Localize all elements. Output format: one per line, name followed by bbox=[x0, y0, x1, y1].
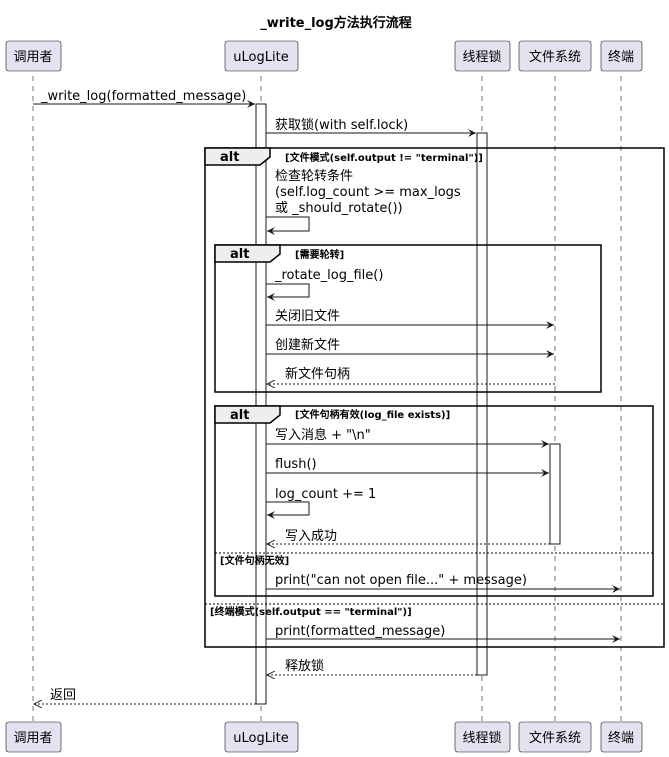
participant-label: 文件系统 bbox=[529, 731, 581, 746]
message-label: 创建新文件 bbox=[275, 337, 340, 353]
alt-fragment-mode: alt [文件模式(self.output != "terminal")] [终… bbox=[204, 147, 665, 648]
message-label: 释放锁 bbox=[285, 658, 324, 674]
message-label: 或 _should_rotate()) bbox=[275, 201, 403, 216]
message-label: print(formatted_message) bbox=[275, 624, 445, 639]
participant-lock-bottom: 线程锁 bbox=[454, 721, 511, 753]
fragment-keyword: alt bbox=[230, 408, 249, 423]
participant-caller-top: 调用者 bbox=[5, 40, 62, 72]
message-label: (self.log_count >= max_logs bbox=[275, 185, 461, 200]
fragment-guard: [文件句柄有效(log_file exists)] bbox=[295, 408, 450, 421]
diagram-title: _write_log方法执行流程 bbox=[260, 15, 412, 31]
message-log-count-increment: log_count += 1 bbox=[266, 487, 376, 519]
alt-fragment-rotate: alt [需要轮转] bbox=[214, 244, 602, 393]
message-label: print("can not open file..." + message) bbox=[275, 573, 527, 588]
message-label: 写入消息 + "\n" bbox=[275, 427, 371, 443]
message-print-formatted: print(formatted_message) bbox=[266, 624, 620, 643]
message-label: 新文件句柄 bbox=[285, 366, 350, 382]
participant-label: 线程锁 bbox=[462, 49, 501, 65]
participant-filesystem-top: 文件系统 bbox=[518, 40, 592, 72]
participant-label: 调用者 bbox=[13, 731, 52, 746]
message-label: _write_log(formatted_message) bbox=[40, 89, 246, 104]
message-flush: flush() bbox=[266, 457, 549, 477]
participant-filesystem-bottom: 文件系统 bbox=[518, 721, 592, 753]
message-label: 检查轮转条件 bbox=[275, 168, 353, 184]
fragment-keyword: alt bbox=[220, 150, 239, 165]
message-write-message: 写入消息 + "\n" bbox=[266, 427, 549, 448]
participant-label: 终端 bbox=[608, 730, 634, 746]
participant-label: 调用者 bbox=[13, 50, 52, 65]
message-write-log: _write_log(formatted_message) bbox=[33, 89, 255, 108]
message-label: log_count += 1 bbox=[275, 487, 376, 502]
fragment-guard: [需要轮转] bbox=[295, 248, 344, 261]
participant-label: 文件系统 bbox=[529, 50, 581, 65]
activation-filesystem bbox=[549, 443, 561, 545]
message-check-rotation: 检查轮转条件 (self.log_count >= max_logs 或 _sh… bbox=[266, 168, 461, 235]
message-acquire-lock: 获取锁(with self.lock) bbox=[266, 117, 476, 137]
message-return: 返回 bbox=[34, 688, 256, 704]
fragment-else-guard: [文件句柄无效] bbox=[220, 554, 289, 567]
message-label: 关闭旧文件 bbox=[275, 309, 340, 324]
participant-uloglite-top: uLogLite bbox=[224, 40, 299, 72]
participant-label: uLogLite bbox=[233, 731, 288, 746]
message-rotate-log-file: _rotate_log_file() bbox=[266, 268, 383, 301]
message-release-lock: 释放锁 bbox=[267, 658, 477, 675]
participant-terminal-top: 终端 bbox=[600, 40, 643, 72]
message-label: _rotate_log_file() bbox=[274, 268, 383, 283]
message-label: 返回 bbox=[50, 688, 76, 703]
participant-label: 终端 bbox=[608, 49, 634, 65]
alt-fragment-file-handle: alt [文件句柄有效(log_file exists)] [文件句柄无效] bbox=[214, 405, 654, 597]
fragment-guard: [文件模式(self.output != "terminal")] bbox=[285, 151, 483, 164]
participant-uloglite-bottom: uLogLite bbox=[224, 721, 299, 753]
message-label: 写入成功 bbox=[285, 529, 337, 544]
participant-caller-bottom: 调用者 bbox=[5, 721, 62, 753]
participant-terminal-bottom: 终端 bbox=[600, 721, 643, 753]
message-write-success: 写入成功 bbox=[267, 529, 550, 544]
message-create-new-file: 创建新文件 bbox=[266, 337, 554, 358]
message-new-file-handle: 新文件句柄 bbox=[267, 366, 555, 384]
message-label: 获取锁(with self.lock) bbox=[275, 117, 408, 133]
activation-lock bbox=[476, 132, 488, 676]
participant-label: 线程锁 bbox=[462, 730, 501, 746]
participant-label: uLogLite bbox=[233, 50, 288, 65]
message-print-error: print("can not open file..." + message) bbox=[266, 573, 620, 593]
activation-uloglite bbox=[255, 103, 267, 705]
participant-lock-top: 线程锁 bbox=[454, 40, 511, 72]
fragment-keyword: alt bbox=[230, 247, 249, 262]
fragment-else-guard: [终端模式(self.output == "terminal")] bbox=[210, 605, 412, 618]
message-label: flush() bbox=[275, 457, 317, 472]
message-close-old-file: 关闭旧文件 bbox=[266, 309, 554, 329]
